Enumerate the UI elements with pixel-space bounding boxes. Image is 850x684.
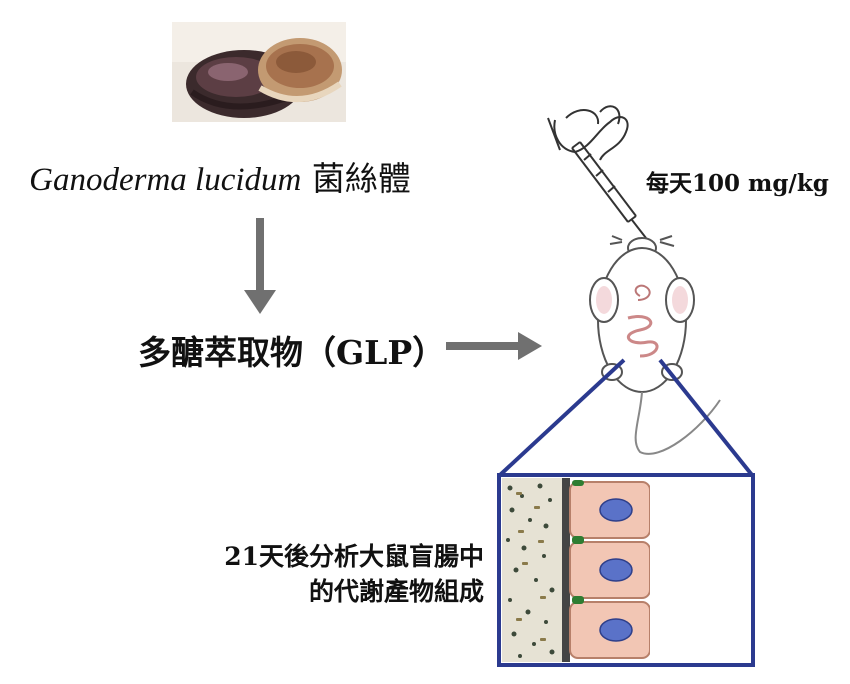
extract-label: 多醣萃取物（GLP）	[138, 333, 446, 372]
dose-label: 每天100 mg/kg	[646, 170, 829, 197]
mycelium-label: 菌絲體	[311, 159, 411, 198]
analysis-label-line2: 的代謝產物組成	[308, 577, 484, 606]
ganoderma-mushroom-photo	[172, 22, 346, 122]
species-name: Ganoderma lucidum	[29, 162, 302, 198]
gavage-syringe-icon	[547, 105, 647, 239]
analysis-label-line1: 21天後分析大鼠盲腸中	[224, 542, 484, 571]
cecum-tissue-inset	[497, 473, 755, 667]
down-arrow	[244, 218, 276, 314]
source-label: Ganoderma lucidum 菌絲體	[0, 152, 440, 200]
rat-illustration-icon	[589, 235, 721, 455]
zoom-lines	[498, 358, 754, 477]
right-arrow	[446, 332, 542, 360]
